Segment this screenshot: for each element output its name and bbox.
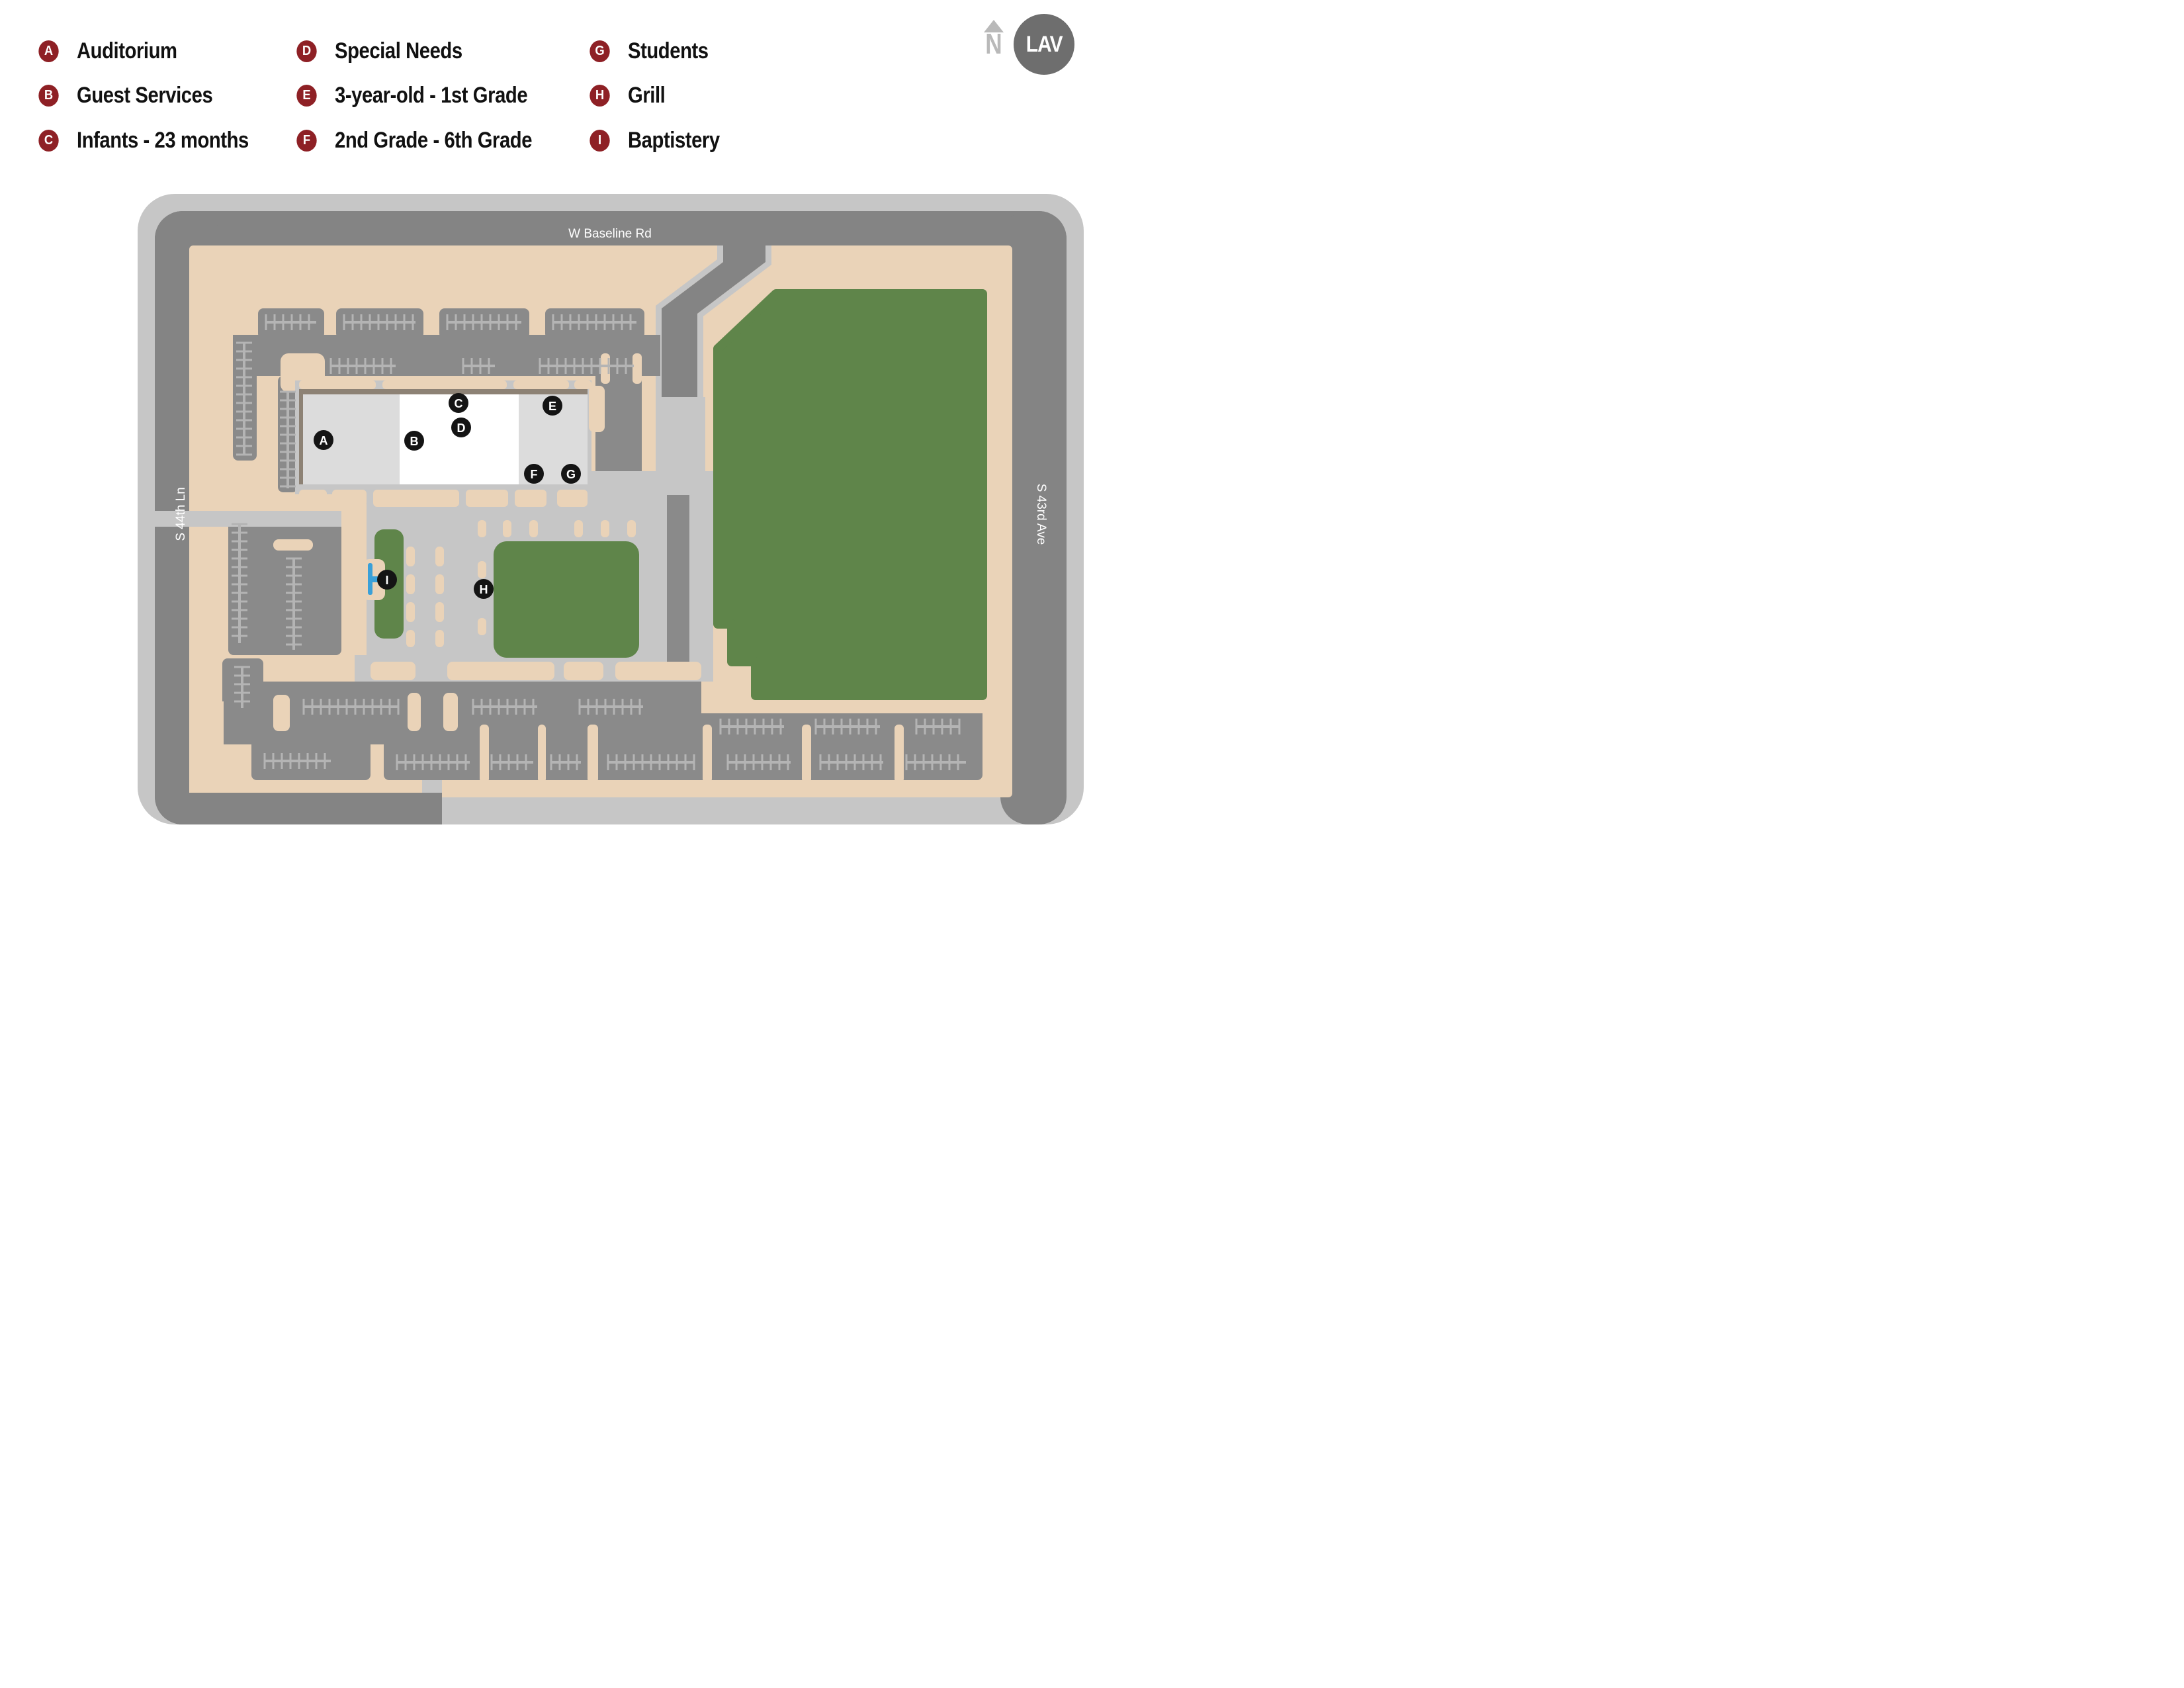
lav-logo: LAV xyxy=(1014,14,1074,75)
legend-label: Guest Services xyxy=(77,82,213,108)
svg-text:D: D xyxy=(457,422,466,435)
svg-text:I: I xyxy=(385,574,388,587)
parking-space-lines xyxy=(232,314,966,770)
map-marker-guest-services: B xyxy=(404,431,424,451)
entrance-plaza-finger xyxy=(656,397,705,476)
lot-island xyxy=(273,539,313,551)
legend-label: Grill xyxy=(628,82,666,108)
svg-text:E: E xyxy=(548,400,556,413)
svg-text:G: G xyxy=(566,468,576,481)
north-letter: N xyxy=(985,28,1002,60)
entrance-sidewalk-left xyxy=(656,245,723,402)
legend-label: Infants - 23 months xyxy=(77,127,249,153)
svg-text:A: A xyxy=(320,434,328,447)
legend-marker-e: E xyxy=(296,84,317,107)
parking-lot-west xyxy=(228,512,341,655)
legend-item-guest-services: B Guest Services xyxy=(38,82,235,108)
legend-label: Baptistery xyxy=(628,127,720,153)
svg-text:H: H xyxy=(480,583,488,596)
legend-marker-i: I xyxy=(590,129,610,152)
north-arrow-icon: N xyxy=(981,20,1007,60)
legend-marker-a: A xyxy=(38,40,59,62)
west-crosswalk xyxy=(155,511,368,527)
legend-marker-f: F xyxy=(296,129,317,152)
road-43rd-ave xyxy=(1000,211,1067,824)
east-drive-aisle xyxy=(667,495,689,662)
legend-item-infants: C Infants - 23 months xyxy=(38,127,277,153)
legend-item-special-needs: D Special Needs xyxy=(296,38,483,64)
lot-island xyxy=(633,353,642,384)
legend-marker-b: B xyxy=(38,84,59,107)
campus-map: W Baseline Rd S 44th Ln S 43rd Ave A B C… xyxy=(138,194,1084,824)
legend-label: Special Needs xyxy=(335,38,462,64)
north-arrow-triangle xyxy=(984,20,1004,32)
legend-label: Auditorium xyxy=(77,38,177,64)
svg-text:B: B xyxy=(410,435,419,448)
map-marker-infants: C xyxy=(449,393,468,413)
map-marker-grill: H xyxy=(474,579,494,599)
legend-label: 3-year-old - 1st Grade xyxy=(335,82,528,108)
legend-marker-d: D xyxy=(296,40,317,62)
central-lawn xyxy=(494,541,639,658)
entrance-drive xyxy=(662,245,765,402)
legend-item-elementary: F 2nd Grade - 6th Grade xyxy=(296,127,564,153)
legend-marker-c: C xyxy=(38,129,59,152)
legend-item-auditorium: A Auditorium xyxy=(38,38,193,64)
map-marker-elementary: F xyxy=(524,464,544,484)
map-marker-students: G xyxy=(561,464,581,484)
legend-marker-g: G xyxy=(590,40,610,62)
map-marker-special-needs: D xyxy=(451,418,471,437)
legend-marker-h: H xyxy=(590,84,610,107)
street-label-43rd-ave: S 43rd Ave xyxy=(1034,484,1048,545)
map-marker-auditorium: A xyxy=(314,430,333,450)
legend-item-preschool: E 3-year-old - 1st Grade xyxy=(296,82,559,108)
road-bottom-left xyxy=(155,793,442,824)
street-label-baseline-rd: W Baseline Rd xyxy=(568,227,652,241)
svg-text:C: C xyxy=(455,397,463,410)
legend-item-grill: H Grill xyxy=(589,82,672,108)
legend-label: Students xyxy=(628,38,709,64)
legend-item-baptistery: I Baptistery xyxy=(589,127,734,153)
street-label-44th-ln: S 44th Ln xyxy=(174,487,188,541)
ground-strip xyxy=(341,504,367,655)
svg-text:F: F xyxy=(531,468,538,481)
lot-gaps xyxy=(197,693,904,793)
map-marker-baptistery: I xyxy=(377,570,397,590)
lav-logo-text: LAV xyxy=(1026,31,1063,57)
map-marker-preschool: E xyxy=(543,396,562,416)
planter-strips xyxy=(299,380,701,680)
legend-item-students: G Students xyxy=(589,38,721,64)
legend-label: 2nd Grade - 6th Grade xyxy=(335,127,533,153)
east-field-lawn xyxy=(713,289,987,700)
